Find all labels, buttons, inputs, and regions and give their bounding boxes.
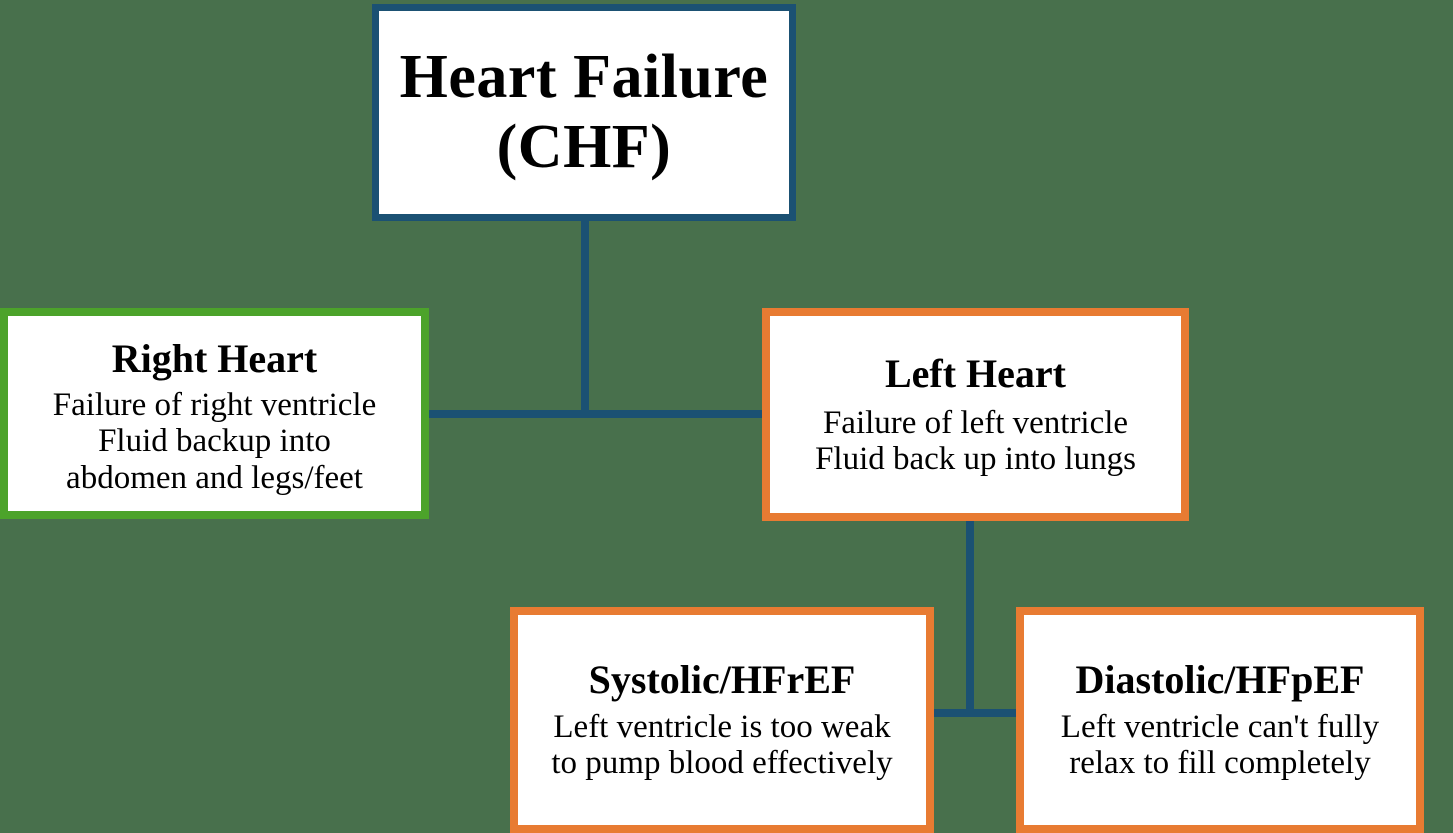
- node-left-heart-title: Left Heart: [884, 350, 1066, 396]
- connector-left-heart-to-subtypes: [966, 517, 974, 717]
- node-systolic-hfref-title: Systolic/HFrEF: [588, 657, 856, 703]
- node-left-heart-body: Failure of left ventricle Fluid back up …: [815, 404, 1136, 477]
- node-diastolic-hfpef-title: Diastolic/HFpEF: [1075, 657, 1365, 703]
- node-heart-failure[interactable]: Heart Failure (CHF): [372, 4, 796, 221]
- connector-systolic-to-diastolic: [930, 709, 1020, 717]
- node-diastolic-hfpef[interactable]: Diastolic/HFpEF Left ventricle can't ful…: [1016, 607, 1424, 833]
- node-heart-failure-title: Heart Failure (CHF): [399, 43, 769, 181]
- node-systolic-hfref-body: Left ventricle is too weak to pump blood…: [551, 709, 893, 782]
- node-left-heart[interactable]: Left Heart Failure of left ventricle Flu…: [762, 308, 1189, 521]
- node-systolic-hfref[interactable]: Systolic/HFrEF Left ventricle is too wea…: [510, 607, 934, 833]
- node-right-heart[interactable]: Right Heart Failure of right ventricle F…: [0, 308, 429, 519]
- node-right-heart-title: Right Heart: [111, 336, 318, 382]
- node-diastolic-hfpef-body: Left ventricle can't fully relax to fill…: [1060, 709, 1380, 782]
- connector-root-to-branch: [581, 218, 589, 418]
- node-right-heart-body: Failure of right ventricle Fluid backup …: [52, 386, 377, 496]
- connector-right-heart-to-left-heart: [427, 410, 765, 418]
